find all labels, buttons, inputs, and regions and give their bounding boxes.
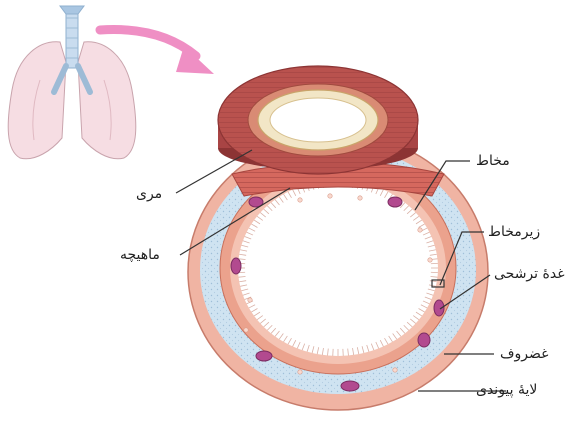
esophagus xyxy=(218,66,418,174)
label-connective-layer: لایهٔ پیوندی xyxy=(476,382,537,398)
gland xyxy=(418,333,430,347)
gland xyxy=(341,381,359,391)
gland xyxy=(388,197,402,207)
gland xyxy=(231,258,241,274)
label-secretory-gland: غدهٔ ترشحی xyxy=(494,266,565,282)
trachea-ring xyxy=(188,134,488,410)
label-mucosa: مخاط xyxy=(476,153,510,169)
right-lung xyxy=(78,42,136,159)
label-esophagus: مری xyxy=(136,186,162,202)
label-submucosa: زیرمخاط xyxy=(488,224,540,240)
trachea-tube xyxy=(66,6,78,68)
gland xyxy=(256,351,272,361)
esophagus-lumen xyxy=(270,98,366,142)
label-muscle: ماهیچه xyxy=(120,247,160,263)
left-lung xyxy=(8,42,66,159)
label-cartilage: غضروف xyxy=(500,346,548,362)
